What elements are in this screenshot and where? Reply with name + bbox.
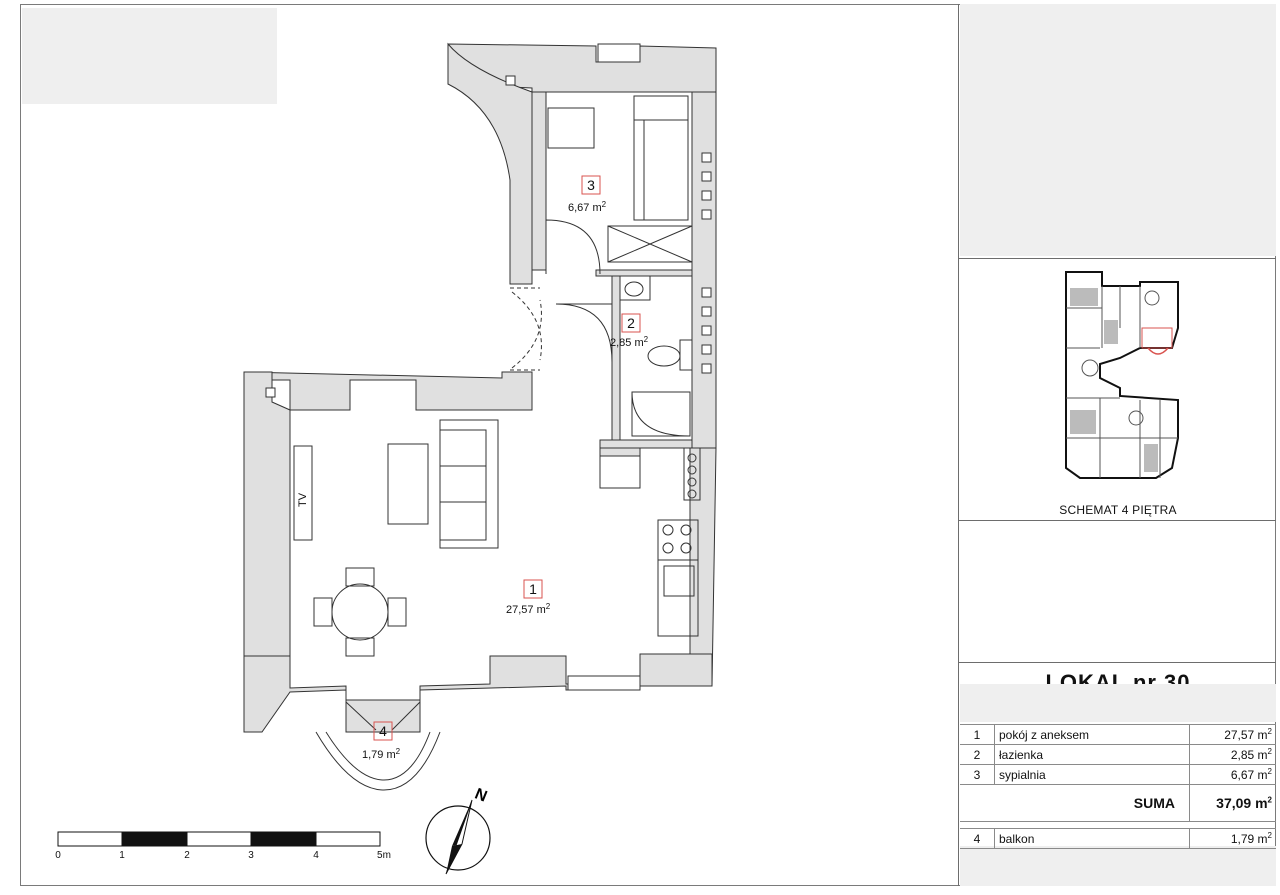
room-4-number: 4 bbox=[379, 723, 387, 739]
wall-south bbox=[243, 653, 713, 733]
table-row: 1 pokój z aneksem 27,57 m2 bbox=[960, 724, 1276, 745]
floor-plan: 3 6,67 m2 2 2,85 m2 1 27,57 m2 4 1,79 m2… bbox=[55, 42, 717, 875]
wall-corridor-west bbox=[531, 91, 547, 271]
coffee-table bbox=[387, 443, 429, 525]
vent-square bbox=[701, 287, 712, 298]
room-table: 1 pokój z aneksem 27,57 m2 2 łazienka 2,… bbox=[960, 724, 1276, 849]
wall-kitchen-divider bbox=[599, 447, 641, 457]
tv-unit bbox=[293, 445, 313, 541]
vent-square bbox=[701, 325, 712, 336]
sum-label: SUMA bbox=[994, 784, 1190, 822]
logo-placeholder bbox=[22, 8, 277, 104]
vent-square bbox=[265, 387, 276, 398]
wall-curved-west bbox=[447, 42, 533, 285]
key-plan-caption: SCHEMAT 4 PIĘTRA bbox=[1059, 503, 1177, 517]
table-row: 3 sypialnia 6,67 m2 bbox=[960, 764, 1276, 785]
kitchen-counter bbox=[657, 519, 699, 637]
wall-living-top bbox=[243, 371, 533, 411]
vent-square bbox=[701, 209, 712, 220]
wall-living-east bbox=[639, 447, 717, 687]
table-row: 2 łazienka 2,85 m2 bbox=[960, 744, 1276, 765]
vent-square bbox=[701, 344, 712, 355]
scale-tick: 5m bbox=[377, 850, 391, 861]
shower bbox=[631, 391, 691, 437]
lokal-title: LOKAL nr 30 bbox=[1045, 670, 1191, 684]
scale-bar bbox=[57, 831, 381, 847]
entry-door bbox=[511, 291, 542, 369]
bed bbox=[633, 95, 689, 221]
vent-square bbox=[701, 171, 712, 182]
footer-placeholder bbox=[960, 846, 1276, 886]
window-bedroom bbox=[597, 43, 641, 63]
toilet bbox=[647, 345, 681, 367]
sum-row: SUMA 37,09 m2 bbox=[960, 784, 1276, 822]
tv-label: TV bbox=[297, 492, 309, 507]
room-3-number-box bbox=[581, 175, 601, 195]
vent-square bbox=[505, 75, 516, 86]
wall-partition-bed-bath bbox=[595, 269, 693, 277]
washbasin bbox=[619, 275, 651, 301]
bedroom-door bbox=[545, 219, 601, 275]
vent-square bbox=[701, 363, 712, 374]
table-row: 4 balkon 1,79 m2 bbox=[960, 828, 1276, 849]
room-2-number: 2 bbox=[627, 315, 635, 331]
kitchen-cabinet bbox=[599, 447, 641, 489]
north-arrow-icon: N bbox=[425, 786, 491, 875]
sink bbox=[663, 565, 695, 597]
sofa bbox=[439, 419, 499, 549]
wall-bath-west bbox=[611, 275, 621, 441]
wardrobe bbox=[607, 225, 693, 263]
room-1-number-box bbox=[523, 579, 543, 599]
room-4-area: 1,79 m2 bbox=[362, 747, 401, 761]
room-1-number: 1 bbox=[529, 581, 537, 597]
title-overlay bbox=[960, 684, 1276, 722]
scale-tick: 4 bbox=[313, 850, 319, 861]
room-2-number-box bbox=[621, 313, 641, 333]
room-4-number-box bbox=[373, 721, 393, 741]
dining-table bbox=[331, 583, 389, 641]
north-label: N bbox=[472, 786, 489, 806]
room-1-area: 27,57 m2 bbox=[506, 602, 551, 616]
panel-divider-vertical bbox=[958, 4, 959, 886]
vent-square bbox=[701, 152, 712, 163]
sum-value: 37,09 m2 bbox=[1189, 784, 1276, 822]
window-living-south bbox=[567, 675, 641, 691]
scale-tick: 3 bbox=[248, 850, 254, 861]
panel-divider-1 bbox=[958, 258, 1276, 259]
drawing-frame bbox=[20, 4, 1276, 886]
desk bbox=[547, 107, 595, 149]
wall-living-west bbox=[243, 371, 291, 689]
key-plan bbox=[1065, 271, 1179, 479]
room-3-number: 3 bbox=[587, 177, 595, 193]
vent-square bbox=[701, 190, 712, 201]
balcony-door bbox=[345, 701, 421, 731]
room-3-area: 6,67 m2 bbox=[568, 200, 607, 214]
toilet-tank bbox=[679, 339, 693, 371]
vent-radiator bbox=[683, 447, 701, 501]
bath-door bbox=[555, 303, 613, 363]
panel-divider-3 bbox=[958, 662, 1276, 663]
wall-east-upper bbox=[691, 91, 717, 449]
wall-bath-south bbox=[599, 439, 693, 449]
panel-divider-2 bbox=[958, 520, 1276, 521]
header-placeholder bbox=[960, 4, 1276, 256]
room-2-area: 2,85 m2 bbox=[610, 335, 649, 349]
scale-tick: 0 bbox=[55, 850, 61, 861]
scale-tick: 1 bbox=[119, 850, 125, 861]
scale-tick: 2 bbox=[184, 850, 190, 861]
vent-square bbox=[701, 306, 712, 317]
balcony bbox=[315, 731, 441, 791]
